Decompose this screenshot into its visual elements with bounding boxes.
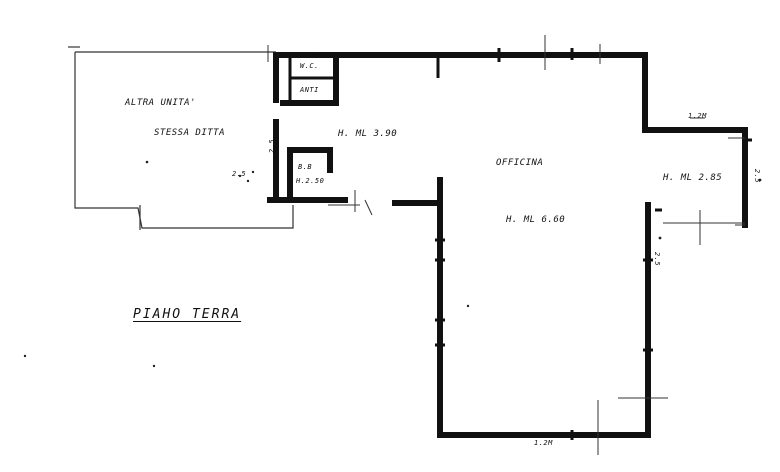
right-dimension-label: 1.2m	[688, 112, 707, 120]
side-mark-label-c: 2.5	[232, 170, 247, 178]
walls	[267, 52, 748, 438]
wc-partitions	[288, 58, 334, 100]
workshop-label: OFFICINA	[496, 158, 544, 168]
other-unit-label-2: STESSA DITTA	[154, 128, 226, 138]
side-room-height-label: H. ml 2.85	[663, 173, 723, 183]
bottom-dimension-label: 1.2m	[534, 439, 553, 447]
right-mark-label: 2.5	[753, 168, 762, 184]
plan-title: PIAHO TERRA	[133, 307, 242, 322]
other-unit-label-1: ALTRA UNITA'	[125, 98, 197, 108]
top-dimension-label: 1.20	[300, 52, 319, 60]
openings	[435, 48, 752, 440]
workshop-height-label: H. ml 6.60	[506, 215, 566, 225]
stray-marks	[23, 160, 762, 368]
side-mark-label-b: 2.5	[653, 251, 662, 267]
anti-label: ANTI	[300, 86, 319, 94]
dimension-lines	[267, 35, 745, 455]
left-mark-label: 2.5	[268, 138, 277, 154]
wc-label: W.C.	[300, 62, 319, 70]
front-room-height-label: H. ml 3.90	[338, 129, 398, 139]
other-unit-outline	[68, 46, 294, 230]
bath-label: B.B	[298, 163, 313, 171]
bath-height-label: H.2.50	[296, 177, 325, 185]
